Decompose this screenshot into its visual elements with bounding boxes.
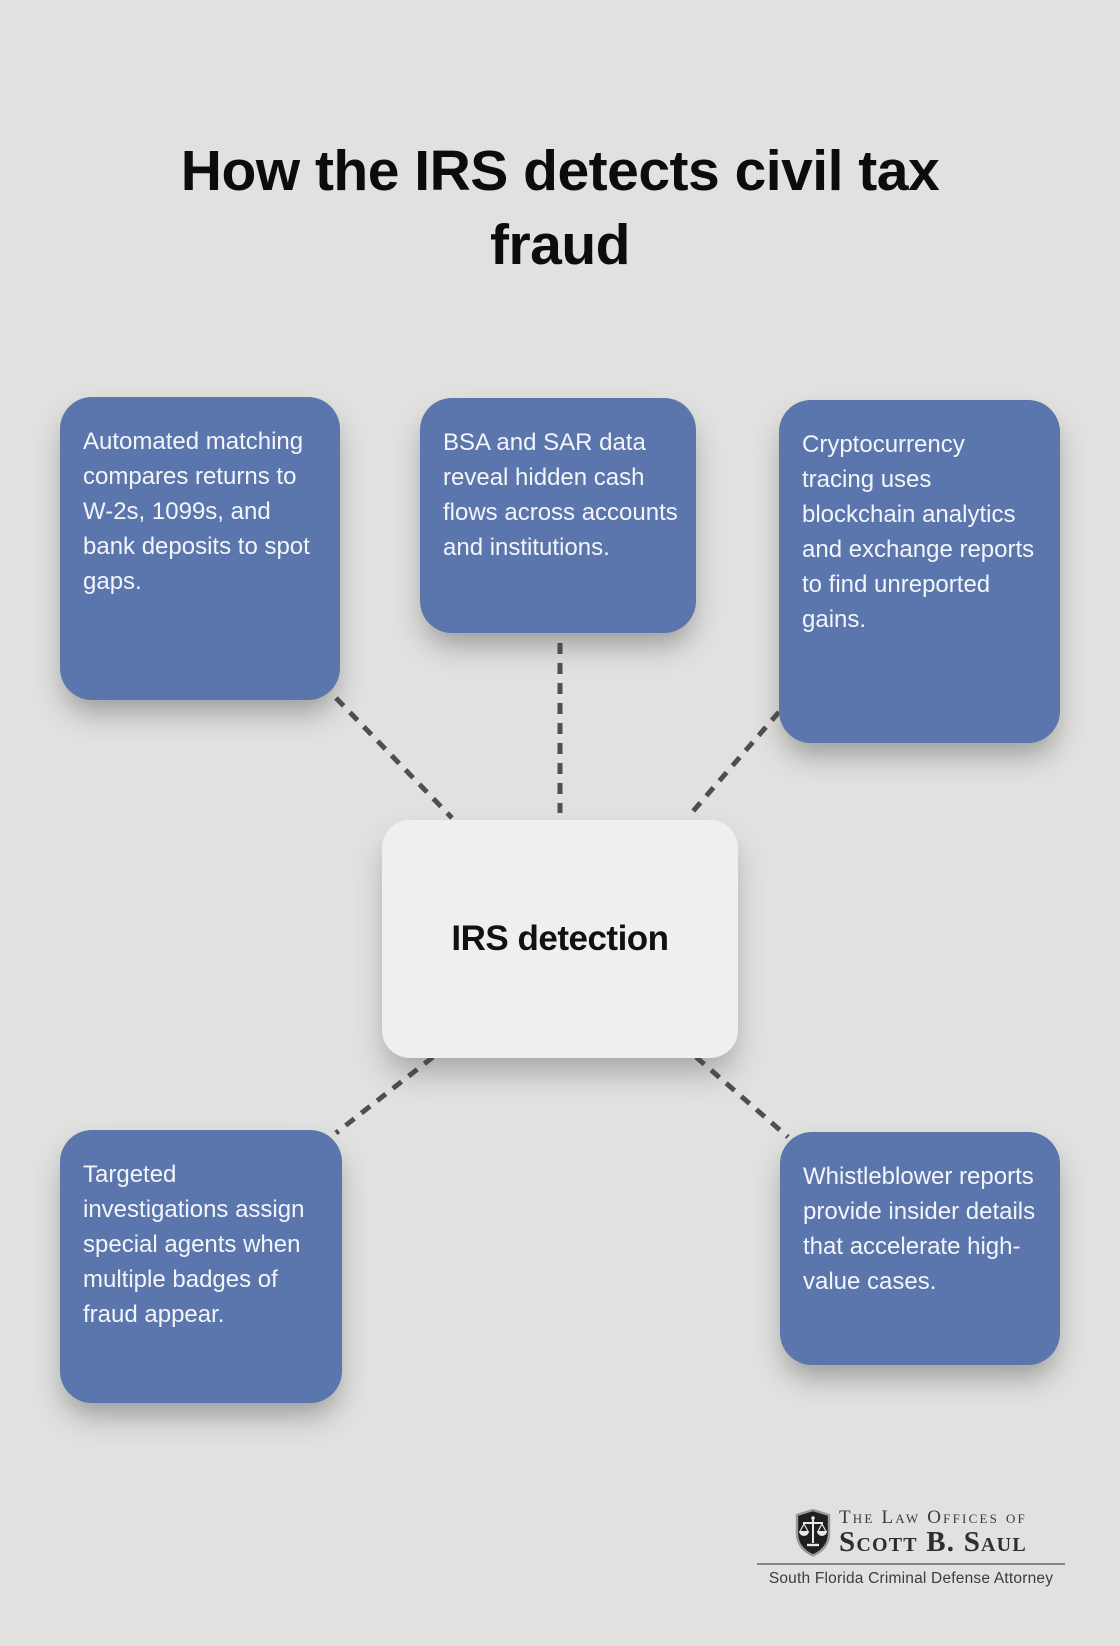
center-node-label: IRS detection bbox=[451, 919, 669, 958]
connector-top-right bbox=[686, 710, 781, 819]
law-firm-logo: The Law Offices of Scott B. Saul South F… bbox=[757, 1508, 1065, 1588]
node-automated-matching: Automated matching compares returns to W… bbox=[60, 397, 340, 700]
node-cryptocurrency-tracing: Cryptocurrency tracing uses blockchain a… bbox=[779, 400, 1060, 743]
node-text: Automated matching compares returns to W… bbox=[83, 428, 310, 595]
page-title-line-1: How the IRS detects civil tax bbox=[180, 139, 940, 204]
logo-divider bbox=[757, 1563, 1065, 1565]
connector-top-left bbox=[334, 696, 454, 820]
logo-firm-name: Scott B. Saul bbox=[839, 1526, 1027, 1558]
node-targeted-investigations: Targeted investigations assign special a… bbox=[60, 1130, 342, 1403]
page-title-line-2: fraud bbox=[490, 213, 631, 278]
node-text: Cryptocurrency tracing uses blockchain a… bbox=[802, 431, 1035, 633]
logo-text-block: The Law Offices of Scott B. Saul bbox=[839, 1508, 1027, 1557]
node-text: Whistleblower reports provide insider de… bbox=[803, 1163, 1036, 1295]
logo-row: The Law Offices of Scott B. Saul bbox=[757, 1508, 1065, 1557]
node-text: Targeted investigations assign special a… bbox=[83, 1161, 305, 1328]
node-text: BSA and SAR data reveal hidden cash flow… bbox=[443, 429, 678, 561]
connector-bottom-left bbox=[334, 1055, 435, 1135]
page-title: How the IRS detects civil tax fraud bbox=[0, 134, 1120, 282]
connector-bottom-right bbox=[694, 1055, 790, 1139]
scales-of-justice-shield-icon bbox=[795, 1508, 831, 1557]
node-bsa-sar-data: BSA and SAR data reveal hidden cash flow… bbox=[420, 398, 696, 633]
node-whistleblower-reports: Whistleblower reports provide insider de… bbox=[780, 1132, 1060, 1365]
center-node-irs-detection: IRS detection bbox=[382, 820, 738, 1058]
logo-tagline: South Florida Criminal Defense Attorney bbox=[768, 1570, 1054, 1587]
logo-firm-prefix: The Law Offices of bbox=[839, 1507, 1027, 1528]
